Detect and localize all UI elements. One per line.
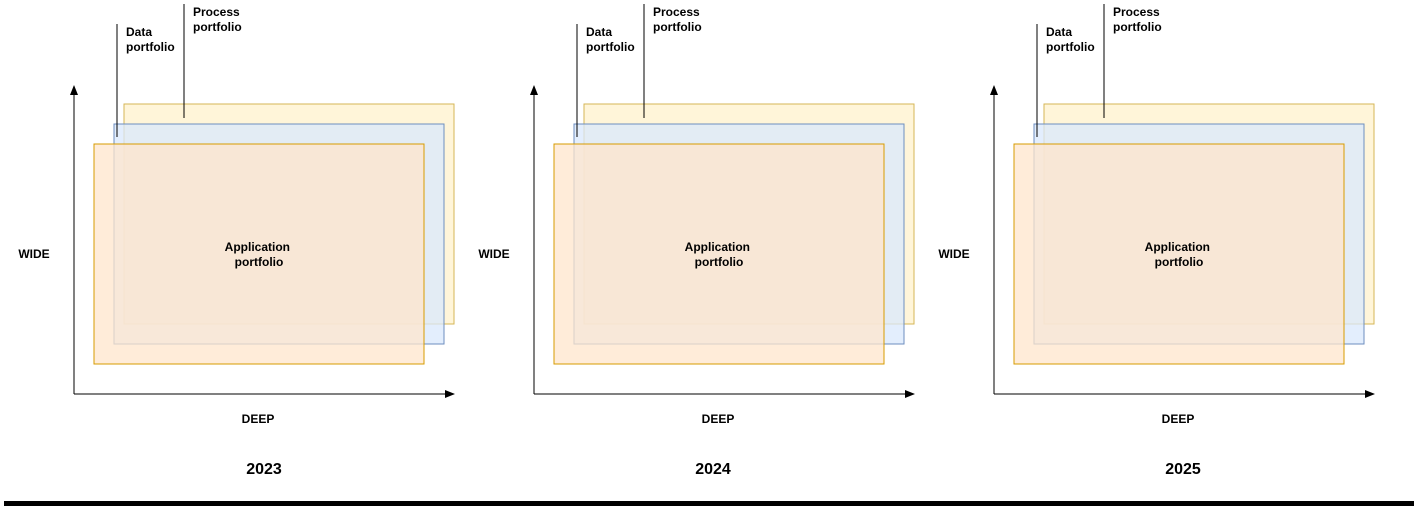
wide-axis-label: WIDE — [938, 247, 969, 261]
data-portfolio-label-line1: Data — [1046, 25, 1072, 39]
application-portfolio-label: Application portfolio — [225, 240, 294, 269]
data-portfolio-label-line1: Data — [126, 25, 152, 39]
timeline-bar — [4, 501, 1414, 506]
wide-axis-label: WIDE — [18, 247, 49, 261]
year-label: 2025 — [1165, 461, 1201, 478]
data-portfolio-label-line2: portfolio — [126, 40, 175, 54]
application-portfolio-layer[interactable] — [1013, 143, 1345, 365]
application-portfolio-label: Application portfolio — [685, 240, 754, 269]
year-label: 2024 — [695, 461, 731, 478]
panel-2023: Process portfolio Data portfolio Applica… — [18, 4, 455, 478]
panel-2024: Process portfolio Data portfolio Applica… — [478, 4, 915, 478]
data-portfolio-label: Data portfolio — [586, 25, 635, 54]
application-portfolio-layer[interactable] — [553, 143, 885, 365]
panel-2025: Process portfolio Data portfolio Applica… — [938, 4, 1375, 478]
application-portfolio-label-line2: portfolio — [235, 255, 284, 269]
application-portfolio-layer[interactable] — [93, 143, 425, 365]
process-portfolio-label-line2: portfolio — [1113, 20, 1162, 34]
application-portfolio-label-line2: portfolio — [695, 255, 744, 269]
process-portfolio-label-line2: portfolio — [193, 20, 242, 34]
application-portfolio-label-line1: Application — [1145, 240, 1210, 254]
data-portfolio-label-line2: portfolio — [1046, 40, 1095, 54]
wide-axis-label: WIDE — [478, 247, 509, 261]
application-portfolio-label-line1: Application — [685, 240, 750, 254]
data-portfolio-label: Data portfolio — [126, 25, 175, 54]
application-portfolio-label-line2: portfolio — [1155, 255, 1204, 269]
process-portfolio-label-line1: Process — [193, 5, 240, 19]
deep-axis-label: DEEP — [242, 412, 275, 426]
process-portfolio-label: Process portfolio — [653, 5, 703, 34]
data-portfolio-label-line2: portfolio — [586, 40, 635, 54]
process-portfolio-label-line1: Process — [653, 5, 700, 19]
deep-axis-label: DEEP — [1162, 412, 1195, 426]
process-portfolio-label: Process portfolio — [193, 5, 243, 34]
data-portfolio-label-line1: Data — [586, 25, 612, 39]
year-label: 2023 — [246, 461, 282, 478]
process-portfolio-label-line1: Process — [1113, 5, 1160, 19]
process-portfolio-label: Process portfolio — [1113, 5, 1163, 34]
data-portfolio-label: Data portfolio — [1046, 25, 1095, 54]
application-portfolio-label: Application portfolio — [1145, 240, 1214, 269]
process-portfolio-label-line2: portfolio — [653, 20, 702, 34]
deep-axis-label: DEEP — [702, 412, 735, 426]
application-portfolio-label-line1: Application — [225, 240, 290, 254]
